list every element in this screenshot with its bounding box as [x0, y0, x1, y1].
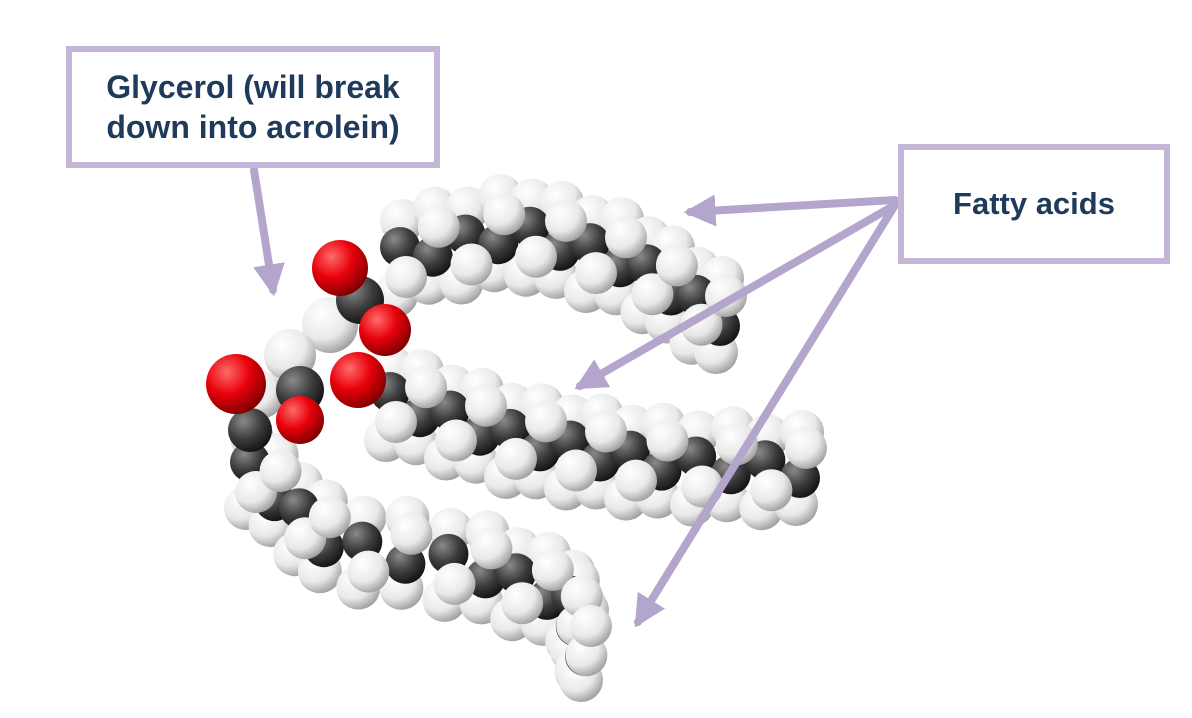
hydrogen-atom: [435, 419, 477, 462]
hydrogen-atom: [785, 427, 827, 469]
hydrogen-atom: [605, 216, 647, 259]
hydrogen-atom: [433, 562, 476, 605]
glycerol-label-line2: down into acrolein): [106, 109, 400, 145]
oxygen-atom: [359, 304, 411, 356]
hydrogen-atom: [495, 437, 537, 480]
glycerol-label-line1: Glycerol (will break: [106, 69, 400, 105]
oxygen-atom: [206, 354, 266, 414]
hydrogen-atom: [575, 252, 617, 295]
hydrogen-atom: [525, 400, 567, 443]
hydrogen-atom: [385, 256, 427, 298]
hydrogen-atom: [655, 244, 698, 287]
oxygen-atom: [330, 352, 386, 408]
hydrogen-atom: [646, 419, 689, 462]
hydrogen-atom: [417, 205, 460, 248]
carbon-atom: [228, 408, 272, 452]
hydrogen-atom: [545, 199, 587, 242]
hydrogen-atom: [570, 605, 612, 647]
hydrogen-atom: [501, 582, 544, 625]
hydrogen-atom: [615, 459, 657, 502]
hydrogen-atom: [715, 423, 758, 466]
hydrogen-atom: [450, 243, 493, 286]
hydrogen-atom: [483, 193, 526, 236]
pointer-arrows: [250, 166, 899, 628]
hydrogen-atom: [631, 273, 674, 316]
hydrogen-atom: [465, 384, 507, 427]
hydrogen-atom: [750, 469, 793, 512]
oxygen-atom: [276, 396, 324, 444]
hydrogen-atom: [405, 366, 447, 409]
hydrogen-atom: [470, 527, 513, 570]
hydrogen-atom: [375, 401, 417, 443]
fatty-acids-label: Fatty acids: [953, 186, 1115, 221]
fatty-acid-arrow-top: [683, 194, 899, 227]
oxygen-atom: [312, 240, 368, 296]
fatty-acids-label-box: Fatty acids: [898, 144, 1170, 264]
hydrogen-atom: [259, 450, 302, 493]
fatty-acid-arrow-bottom: [634, 201, 899, 628]
fatty-acid-arrow-middle: [574, 201, 899, 390]
triglyceride-molecule: [206, 174, 827, 702]
glycerol-arrow: [250, 166, 285, 297]
hydrogen-atom: [585, 410, 627, 453]
hydrogen-atom: [308, 496, 351, 539]
hydrogen-atom: [555, 449, 597, 492]
hydrogen-atom: [347, 550, 390, 593]
hydrogen-atom: [515, 235, 557, 278]
glycerol-label-box: Glycerol (will break down into acrolein): [66, 46, 440, 168]
hydrogen-atom: [531, 548, 574, 591]
hydrogen-atom: [390, 512, 433, 555]
